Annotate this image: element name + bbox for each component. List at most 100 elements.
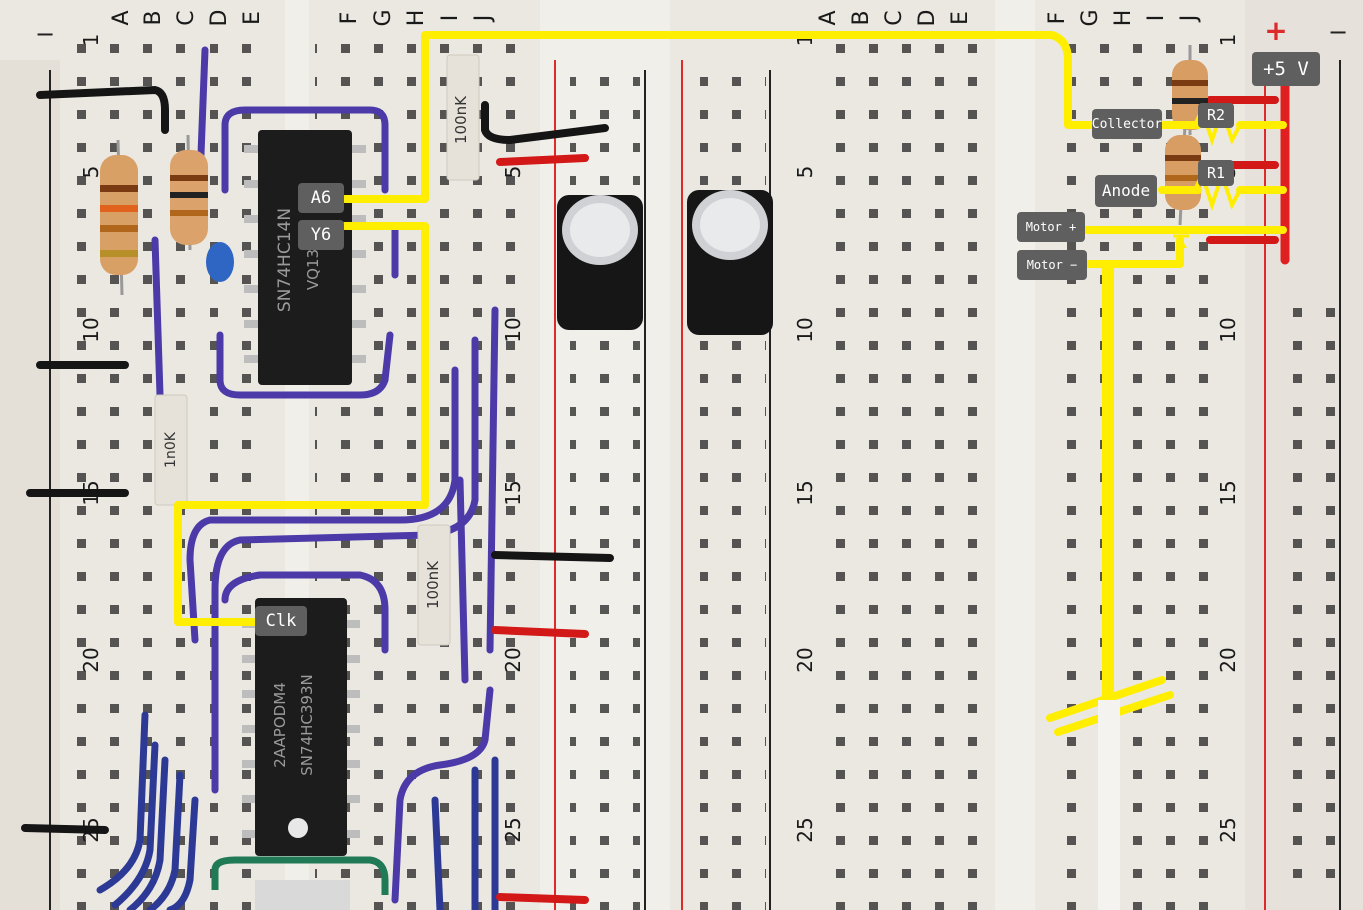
row-number-far-10: 10	[1216, 317, 1240, 342]
row-number-right-10: 10	[793, 317, 817, 342]
jumper-purple-6	[186, 366, 459, 644]
label-r2: R2	[1198, 103, 1234, 128]
resistor-left-2	[170, 134, 208, 251]
jumper-purple-4	[151, 236, 164, 399]
jumper-red-3	[496, 893, 589, 904]
jumper-purple-9	[221, 571, 389, 654]
column-letter-right-b: B	[849, 10, 874, 25]
row-number-left-20: 20	[79, 647, 103, 672]
jumper-green	[211, 856, 389, 895]
row-number-mid-20: 20	[501, 647, 525, 672]
column-letter-left-e: E	[240, 11, 265, 25]
right-channel	[995, 0, 1035, 910]
row-number-right-20: 20	[793, 647, 817, 672]
label-motor-minus: Motor −	[1017, 250, 1087, 280]
jumper-red-1	[496, 154, 589, 166]
column-letter-left-a: A	[109, 10, 134, 25]
jumper-purple-11	[391, 686, 494, 904]
jumper-red-2	[491, 626, 589, 638]
row-numbers: 111555510101010151515152020202025252525	[79, 34, 1240, 843]
jumper-purple-8	[486, 306, 499, 654]
label-clk: Clk	[255, 606, 307, 636]
column-letter-right-i: I	[1144, 15, 1169, 22]
row-number-right-15: 15	[793, 480, 817, 505]
label-r1: R1	[1198, 160, 1234, 186]
right-rail-minus: −	[1328, 18, 1348, 46]
column-letter-right-j: J	[1177, 15, 1202, 24]
jumper-blue-1	[96, 711, 149, 894]
jumper-purple-3	[216, 331, 394, 399]
jumper-blue-2	[111, 741, 159, 909]
label-anode: Anode	[1095, 175, 1157, 207]
right-rail-holes	[1270, 300, 1336, 900]
row-number-mid-10: 10	[501, 317, 525, 342]
ic-sn74hc393n: 2AAPODM4 SN74HC393N	[242, 598, 360, 856]
column-letter-left-d: D	[207, 10, 232, 27]
center-holes-2	[700, 60, 766, 910]
row-number-mid-25: 25	[501, 817, 525, 842]
label-y6: Y6	[298, 220, 344, 250]
jumper-blue-5	[166, 796, 199, 910]
capacitor-top-label: 100nK	[452, 95, 470, 144]
column-letter-left-i: I	[438, 15, 463, 22]
electrolytic-capacitor-2	[687, 190, 773, 335]
column-letter-left-g: G	[371, 9, 396, 26]
column-letter-right-d: D	[915, 10, 940, 27]
row-number-far-25: 25	[1216, 817, 1240, 842]
row-number-far-15: 15	[1216, 480, 1240, 505]
column-letter-right-a: A	[816, 10, 841, 25]
red-jumpers	[491, 96, 1279, 904]
label-collector: Collector	[1092, 109, 1162, 139]
label-motor-plus: Motor +	[1017, 212, 1085, 242]
jumper-purple-7	[211, 336, 479, 794]
row-number-right-25: 25	[793, 817, 817, 842]
black-jumpers	[21, 85, 614, 834]
row-number-far-20: 20	[1216, 647, 1240, 672]
row-number-mid-15: 15	[501, 480, 525, 505]
jumper-black-5	[481, 101, 609, 145]
resistor-left-1	[100, 139, 138, 296]
jumper-black-4	[21, 824, 109, 834]
left-rail-minus: −	[35, 20, 55, 48]
capacitor-top: 100nK	[446, 54, 480, 181]
row-number-left-5: 5	[79, 166, 103, 179]
label-a6: A6	[298, 183, 344, 213]
right-rail-plus: +	[1264, 14, 1287, 47]
jumper-purple-10	[456, 476, 469, 684]
column-letter-left-f: F	[337, 12, 362, 25]
row-number-left-10: 10	[79, 317, 103, 342]
ic-bottom-marking-1: SN74HC393N	[298, 674, 316, 775]
label-plus5v: +5 V	[1252, 52, 1320, 86]
column-letter-right-f: F	[1045, 12, 1070, 25]
white-wire	[1098, 700, 1120, 910]
wire-a6-to-collector	[341, 31, 1099, 203]
row-number-mid-5: 5	[501, 166, 525, 179]
row-number-far-1: 1	[1216, 34, 1240, 47]
jumper-blue-4	[146, 771, 184, 910]
break-mark-1	[1046, 676, 1166, 722]
capacitor-left: 1n0K	[154, 394, 188, 506]
jumper-blue-3	[126, 756, 169, 910]
electrolytic-capacitor-1	[557, 195, 643, 330]
diode-symbol	[1175, 238, 1187, 248]
jumper-black-1	[36, 85, 169, 134]
column-letter-left-h: H	[404, 10, 429, 27]
capacitor-left-label: 1n0K	[163, 431, 179, 468]
column-letter-right-c: C	[882, 10, 907, 25]
column-letter-left-c: C	[174, 10, 199, 25]
highlight-wires	[174, 31, 1287, 736]
jumper-black-6	[491, 551, 614, 562]
ic-bottom-3-partial	[255, 880, 350, 910]
column-letter-right-e: E	[948, 11, 973, 25]
row-number-right-5: 5	[793, 166, 817, 179]
ic-top-pins	[244, 145, 366, 363]
row-number-left-1: 1	[79, 34, 103, 47]
jumper-blue-8	[431, 796, 444, 910]
column-letter-left-j: J	[471, 15, 496, 24]
right-holes-ae	[820, 40, 980, 910]
blue-jumpers	[96, 711, 499, 910]
capacitor-mid: 100nK	[417, 524, 451, 646]
